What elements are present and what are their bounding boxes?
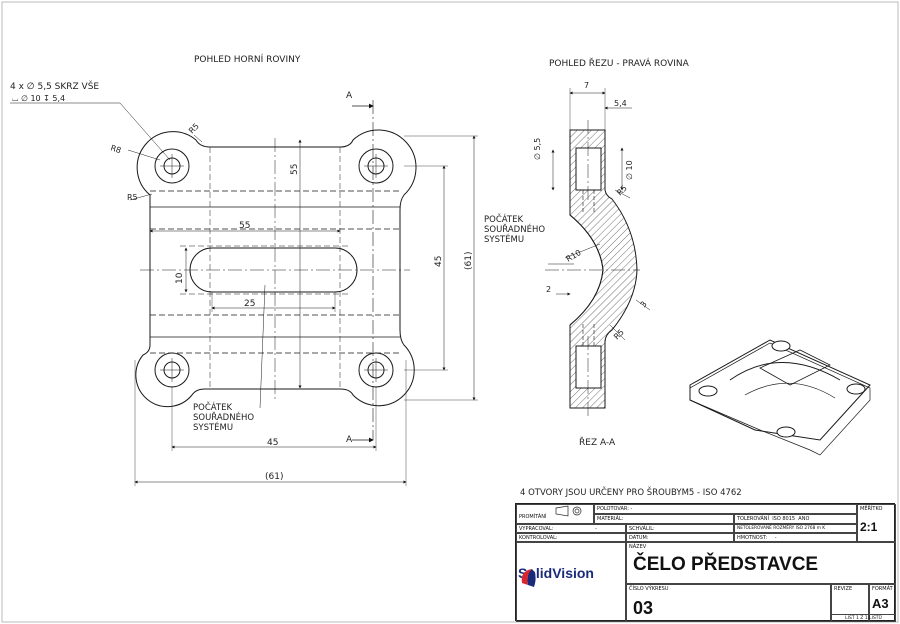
promitani-label: PROMÍTÁNÍ	[519, 514, 547, 520]
netolerovane-cell: NETOLEROVANÉ ROZMĚRY ISO 2768 m K	[734, 524, 857, 533]
vypracoval-label: VYPRACOVAL:	[519, 526, 554, 532]
nazev-label: NÁZEV	[629, 544, 647, 550]
dim-10: 10	[175, 272, 185, 284]
hmotnost-cell: HMOTNOST: -	[734, 533, 857, 542]
sec-dim-r5-bottom: R5	[612, 328, 626, 342]
sec-dim-r10: R10	[565, 248, 583, 264]
dim-25: 25	[244, 299, 255, 309]
section-view	[545, 88, 651, 416]
material-label: MATERIÁL:	[597, 516, 624, 522]
origin-label-section-2: SOUŘADNÉHO	[484, 223, 545, 235]
promitani-cell: PROMÍTÁNÍ	[516, 504, 594, 524]
meritko-cell: MĚŘÍTKO 2:1	[857, 504, 896, 542]
logo-cell	[516, 542, 626, 622]
tolerovani-flag: ANO	[798, 516, 810, 522]
dim-45-v: 45	[434, 256, 444, 267]
origin-label-section-3: SYSTÉMU	[484, 233, 524, 245]
meritko-value: 2:1	[860, 520, 878, 534]
format-value: A3	[872, 596, 889, 611]
polotovar-label: POLOTOVAR:	[597, 506, 629, 512]
top-view	[10, 100, 478, 486]
sec-dim-d5-5: ∅ 5,5	[533, 138, 542, 160]
vypracoval-cell: VYPRACOVAL: -	[516, 524, 626, 533]
dim-61-v: (61)	[464, 252, 474, 270]
projection-symbol-icon	[555, 505, 582, 517]
tolerovani-cell: TOLEROVÁNÍ ISO 8015 ANO	[734, 514, 857, 524]
tolerovani-label: TOLEROVÁNÍ	[737, 516, 769, 522]
logo-text: SolidVision	[518, 565, 594, 581]
origin-label-section-1: POČÁTEK	[484, 213, 523, 225]
hole-callout-line2: ⌴ ∅ 10 ↧ 5,4	[12, 94, 65, 103]
datum-label: DATUM:	[629, 535, 649, 541]
meritko-label: MĚŘÍTKO	[860, 506, 883, 512]
section-view-title: POHLED ŘEZU - PRAVÁ ROVINA	[549, 57, 690, 69]
top-view-outline	[135, 129, 417, 408]
origin-label-top-1: POČÁTEK	[193, 401, 232, 413]
revize-label: REVIZE	[834, 586, 853, 592]
cislo-cell: ČÍSLO VÝKRESU 03	[626, 584, 831, 622]
dim-r5-left: R5	[127, 193, 138, 202]
tolerovani-value: ISO 8015	[772, 516, 796, 522]
schvalil-cell: SCHVÁLIL:	[626, 524, 734, 533]
bolt-note: 4 OTVORY JSOU URČENY PRO ŠROUBYM5 - ISO …	[520, 486, 742, 498]
hmotnost-value: -	[774, 535, 777, 541]
section-mark-a-bottom: A	[346, 435, 353, 445]
solidvision-swoosh-icon	[521, 569, 536, 587]
solidvision-logo: SolidVision	[518, 565, 594, 587]
drawing-number: 03	[633, 598, 654, 618]
origin-label-top-2: SOUŘADNÉHO	[193, 411, 254, 423]
sec-dim-d10: ∅ 10	[625, 160, 634, 180]
list-value: LIST 1 Z 1 LISTŮ	[845, 616, 882, 621]
material-cell: MATERIÁL:	[594, 514, 734, 524]
cislo-label: ČÍSLO VÝKRESU	[629, 586, 669, 592]
sec-dim-r5-top: R5	[615, 184, 629, 198]
isometric-view	[689, 339, 871, 456]
list-cell: LIST 1 Z 1 LISTŮ	[831, 614, 896, 622]
top-view-title: POHLED HORNÍ ROVINY	[194, 53, 301, 65]
dim-61-h: (61)	[265, 472, 283, 482]
origin-label-top-3: SYSTÉMU	[193, 421, 233, 433]
title-block: PROMÍTÁNÍ POLOTOVAR: - MATERIÁL: TOLEROV…	[515, 503, 896, 622]
section-label: ŘEZ A-A	[579, 437, 616, 448]
hmotnost-label: HMOTNOST:	[737, 535, 768, 541]
nazev-cell: NÁZEV ČELO PŘEDSTAVCE	[626, 542, 896, 584]
kontroloval-label: KONTROLOVAL:	[519, 535, 558, 541]
netolerovane-label: NETOLEROVANÉ ROZMĚRY ISO 2768 m K	[737, 526, 826, 531]
section-mark-a-top: A	[346, 91, 353, 101]
polotovar-value: -	[630, 506, 633, 512]
dim-45-h: 45	[267, 438, 278, 448]
dim-r5-top: R5	[187, 122, 201, 136]
sec-dim-3: 3	[639, 300, 649, 310]
dim-55-h: 55	[239, 221, 250, 231]
drawing-name: ČELO PŘEDSTAVCE	[633, 554, 819, 575]
format-label: FORMÁT	[872, 586, 893, 592]
schvalil-label: SCHVÁLIL:	[629, 526, 655, 532]
vypracoval-value: -	[595, 526, 597, 532]
kontroloval-cell: KONTROLOVAL:	[516, 533, 626, 542]
sec-dim-7: 7	[584, 81, 589, 90]
hole-callout-line1: 4 x ∅ 5,5 SKRZ VŠE	[10, 80, 99, 92]
polotovar-cell: POLOTOVAR: -	[594, 504, 857, 514]
sec-dim-5-4: 5,4	[614, 99, 627, 108]
sec-dim-2: 2	[546, 285, 551, 294]
datum-cell: DATUM:	[626, 533, 734, 542]
dim-55-v: 55	[290, 164, 300, 175]
dim-r8: R8	[109, 143, 122, 155]
